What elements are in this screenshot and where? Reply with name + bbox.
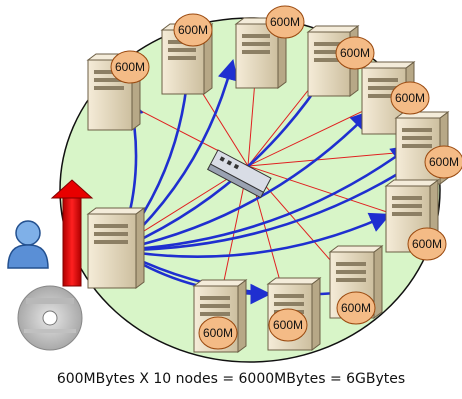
capacity-label: 600M: [178, 23, 208, 37]
capacity-bubble: 600M: [265, 5, 305, 39]
capacity-label: 600M: [340, 46, 370, 60]
capacity-bubble: 600M: [110, 50, 150, 84]
capacity-label: 600M: [412, 237, 442, 251]
capacity-bubble: 600M: [390, 81, 430, 115]
person-icon: [7, 220, 49, 269]
capacity-bubble: 600M: [173, 13, 213, 47]
capacity-label: 600M: [395, 91, 425, 105]
distribution-arrow: [117, 110, 372, 252]
capacity-label: 600M: [273, 318, 303, 332]
upload-arrow-icon: [50, 179, 94, 287]
capacity-label: 600M: [203, 326, 233, 340]
distribution-arrow: [117, 212, 391, 258]
network-switch-icon: [206, 149, 272, 199]
capacity-bubble: 600M: [198, 316, 238, 350]
capacity-label: 600M: [270, 15, 300, 29]
capacity-bubble: 600M: [335, 36, 375, 70]
capacity-label: 600M: [341, 301, 371, 315]
capacity-bubble: 600M: [407, 227, 447, 261]
capacity-caption: 600MBytes X 10 nodes = 6000MBytes = 6GBy…: [56, 371, 406, 387]
capacity-bubble: 600M: [336, 291, 376, 325]
network-link: [247, 165, 409, 220]
capacity-label: 600M: [115, 60, 145, 74]
source-server-icon: [86, 207, 146, 289]
distribution-arrow: [117, 144, 413, 252]
capacity-label: 600M: [429, 155, 459, 169]
capacity-bubble: 600M: [424, 145, 462, 179]
capacity-bubble: 600M: [268, 308, 308, 342]
distribution-arrow: [117, 157, 425, 252]
cd-disc-icon: [17, 285, 83, 351]
